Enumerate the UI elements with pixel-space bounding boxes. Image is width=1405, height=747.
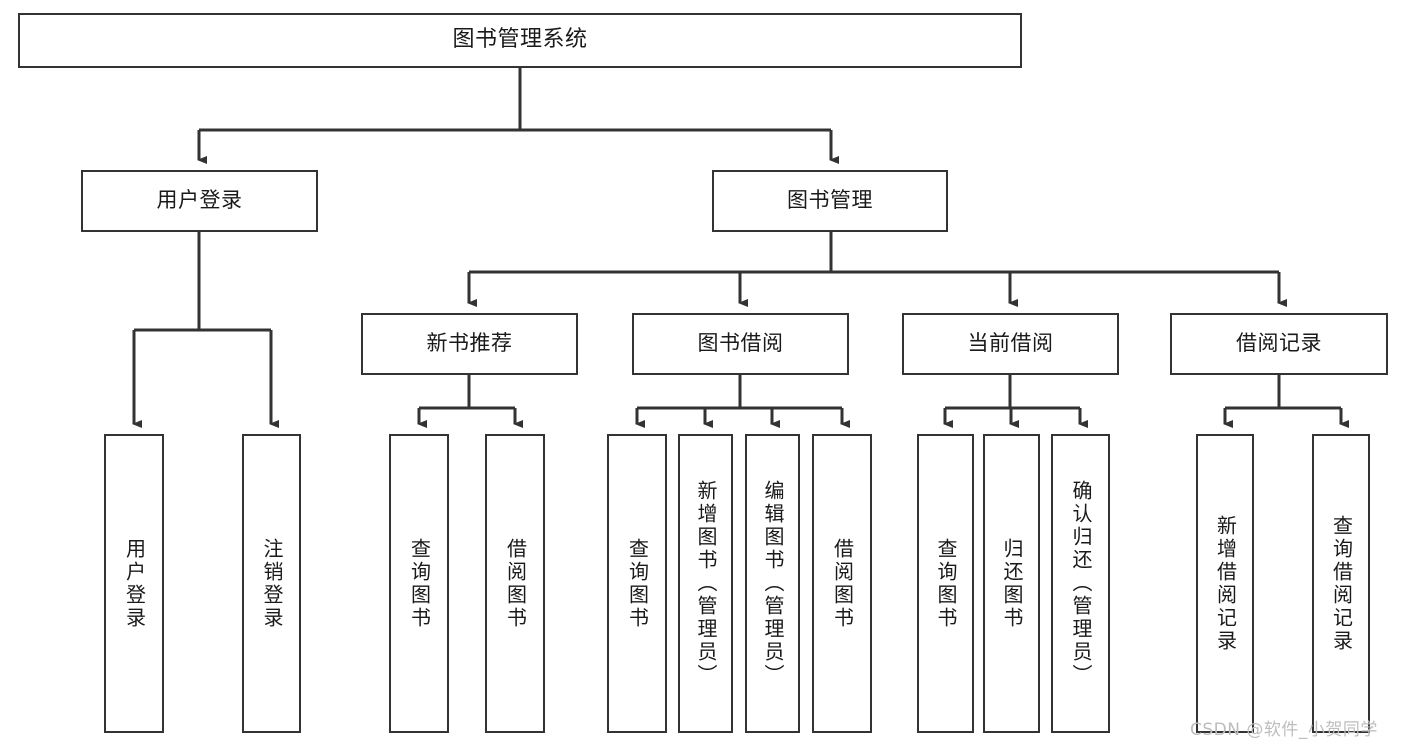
leaf-borrow-query-book[interactable]: 查询图书 — [607, 434, 667, 733]
node-book-borrow[interactable]: 图书借阅 — [632, 313, 849, 375]
leaf-records-query-record[interactable]: 查询借阅记录 — [1312, 434, 1370, 733]
leaf-user-login-logout[interactable]: 注销登录 — [242, 434, 301, 733]
leaf-user-login-login[interactable]: 用户登录 — [104, 434, 164, 733]
leaf-current-return-book[interactable]: 归还图书 — [983, 434, 1040, 733]
leaf-borrow-borrow-book[interactable]: 借阅图书 — [812, 434, 872, 733]
leaf-new-book-query[interactable]: 查询图书 — [389, 434, 449, 733]
node-root[interactable]: 图书管理系统 — [18, 13, 1022, 68]
node-book-management[interactable]: 图书管理 — [712, 170, 948, 232]
leaf-new-book-borrow[interactable]: 借阅图书 — [485, 434, 545, 733]
node-user-login[interactable]: 用户登录 — [81, 170, 318, 232]
leaf-records-add-record[interactable]: 新增借阅记录 — [1196, 434, 1254, 733]
node-borrow-records[interactable]: 借阅记录 — [1170, 313, 1388, 375]
leaf-current-query-book[interactable]: 查询图书 — [917, 434, 974, 733]
node-new-book-recommend[interactable]: 新书推荐 — [361, 313, 578, 375]
leaf-current-confirm-return[interactable]: 确认归还（管理员） — [1051, 434, 1110, 733]
leaf-borrow-add-book[interactable]: 新增图书（管理员） — [678, 434, 733, 733]
leaf-borrow-edit-book[interactable]: 编辑图书（管理员） — [745, 434, 800, 733]
node-current-borrow[interactable]: 当前借阅 — [902, 313, 1119, 375]
csdn-watermark: CSDN @软件_小贺同学 — [1190, 720, 1378, 740]
